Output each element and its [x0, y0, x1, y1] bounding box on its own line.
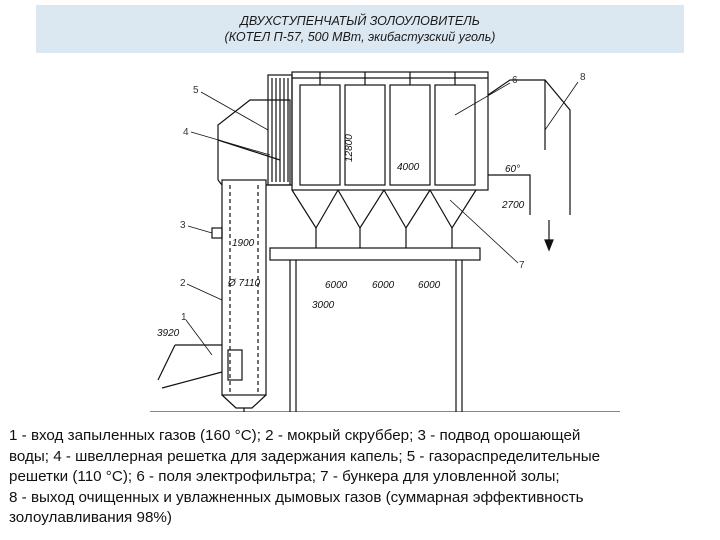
caption-line-4: 8 - выход очищенных и увлажненных дымовы…: [9, 488, 584, 506]
scrubber-cone: [221, 394, 267, 409]
title-line-1: ДВУХСТУПЕНЧАТЫЙ ЗОЛОУЛОВИТЕЛЬ: [240, 14, 480, 28]
callout-7: 7: [519, 260, 525, 271]
support-beam: [269, 247, 481, 261]
dim-3000: 3000: [312, 300, 335, 311]
caption-legend: 1 - вход запыленных газов (160 °С); 2 - …: [9, 426, 713, 534]
dim-7110: Ø 7110: [227, 278, 260, 289]
caption-line-3: решетки (110 °С); 6 - поля электрофильтр…: [9, 468, 560, 486]
dim-angle-60: 60°: [505, 164, 520, 175]
upper-duct: [217, 99, 291, 186]
dim-6000-a: 6000: [325, 280, 348, 291]
electrofilter-housing: [291, 71, 489, 191]
caption-line-5: золоулавливания 98%): [9, 509, 172, 527]
caption-line-1: 1 - вход запыленных газов (160 °С); 2 - …: [9, 427, 581, 444]
water-inlet: [211, 227, 223, 239]
ash-collector-drawing: 1 2 3 4 5 6 7 8 3920 1900 Ø 7110 12800 4…: [150, 71, 620, 414]
callout-6: 6: [512, 75, 518, 86]
dim-4000: 4000: [397, 162, 420, 173]
dim-2700: 2700: [501, 200, 525, 211]
title-line-2: (КОТЕЛ П-57, 500 МВт, экибастузский угол…: [224, 30, 496, 44]
dim-6000-b: 6000: [372, 280, 395, 291]
dim-12800: 12800: [344, 134, 355, 162]
caption-panel: [0, 412, 720, 540]
callout-4: 4: [183, 127, 189, 138]
ash-hoppers: [291, 189, 477, 236]
distribution-grid: [267, 74, 293, 186]
callout-1: 1: [181, 312, 187, 323]
dim-3920: 3920: [157, 328, 180, 339]
callout-2: 2: [180, 278, 186, 289]
caption-line-2: воды; 4 - швеллерная решетка для задержа…: [9, 447, 601, 465]
filter-fields: [299, 72, 476, 186]
dim-6000-c: 6000: [418, 280, 441, 291]
callout-3: 3: [180, 220, 186, 231]
dim-1900: 1900: [232, 238, 255, 249]
scrubber-tower: [221, 179, 267, 396]
outlet-duct: [487, 79, 571, 215]
callout-8: 8: [580, 72, 586, 83]
callout-5: 5: [193, 85, 199, 96]
title-banner: ДВУХСТУПЕНЧАТЫЙ ЗОЛОУЛОВИТЕЛЬ (КОТЕЛ П-5…: [36, 5, 684, 53]
